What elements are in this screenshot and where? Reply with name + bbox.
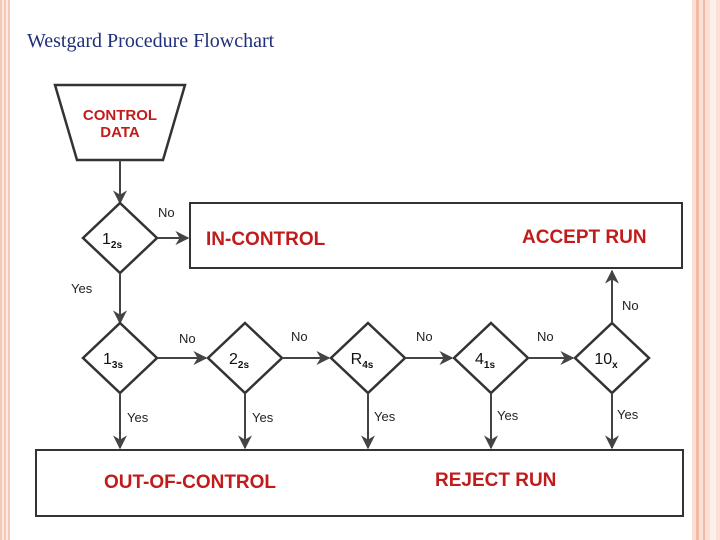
edge-label-no: No	[291, 329, 308, 344]
rule-r4s-label: R4s	[351, 351, 374, 371]
rule-r4s-diamond	[329, 321, 407, 395]
edge-label-no: No	[179, 331, 196, 346]
start-label-line1: CONTROL	[83, 107, 157, 124]
edge-label-yes: Yes	[71, 281, 93, 296]
in-control-label: IN-CONTROL	[206, 229, 326, 250]
edge-label-no: No	[158, 205, 175, 220]
out-of-control-box	[35, 449, 684, 517]
edge-label-yes: Yes	[374, 409, 396, 424]
control-data-trapezoid	[53, 83, 187, 162]
edge-label-yes: Yes	[252, 410, 274, 425]
rule-13s-label: 13s	[103, 351, 123, 371]
in-control-box	[189, 202, 683, 269]
rule-22s-label: 22s	[229, 351, 249, 371]
edge-label-no: No	[622, 298, 639, 313]
reject-run-label: REJECT RUN	[435, 470, 556, 491]
edge-label-no: No	[537, 329, 554, 344]
accept-run-label: ACCEPT RUN	[522, 227, 647, 248]
edge-label-yes: Yes	[497, 408, 519, 423]
edge-label-yes: Yes	[617, 407, 639, 422]
rule-12s-label: 12s	[102, 231, 122, 251]
left-decorative-border	[0, 0, 10, 540]
page-title: Westgard Procedure Flowchart	[27, 30, 275, 52]
rule-13s-diamond	[81, 321, 159, 395]
out-of-control-label: OUT-OF-CONTROL	[104, 472, 276, 493]
rule-12s-diamond	[81, 201, 159, 275]
rule-41s-diamond	[452, 321, 530, 395]
right-decorative-border	[692, 0, 720, 540]
edge-label-no: No	[416, 329, 433, 344]
rule-22s-diamond	[206, 321, 284, 395]
rule-10x-label: 10x	[594, 351, 618, 371]
rule-41s-label: 41s	[475, 351, 495, 371]
start-label-line2: DATA	[100, 124, 140, 141]
edge-label-yes: Yes	[127, 410, 149, 425]
